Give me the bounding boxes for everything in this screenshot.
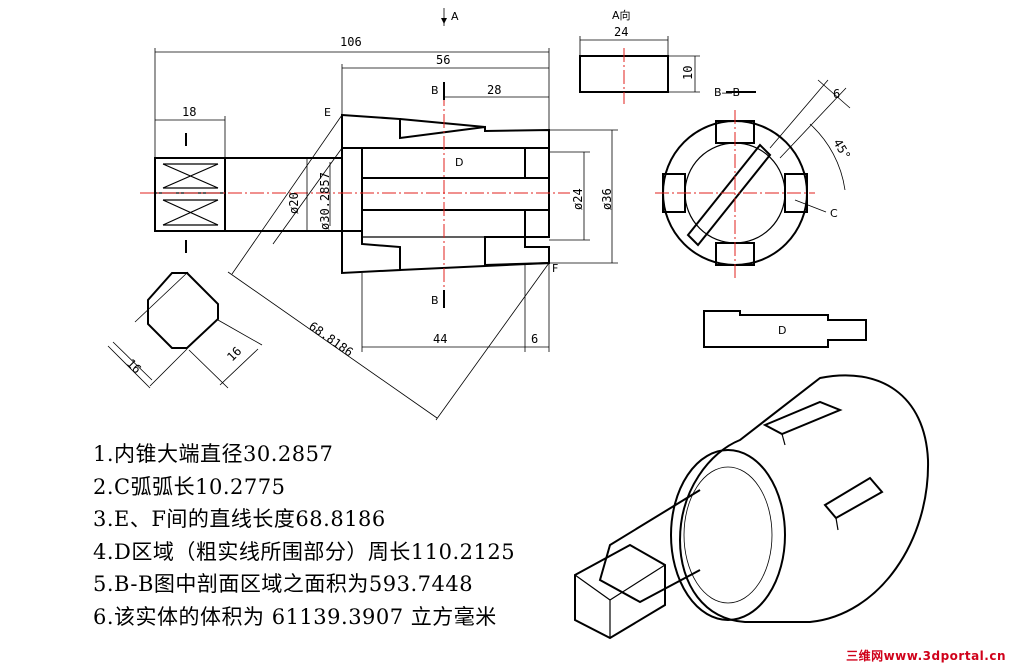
dim-slot-width: 6 xyxy=(833,87,840,101)
arc-c-label: C xyxy=(830,207,838,220)
square-section: 16 16 xyxy=(107,271,263,389)
body-upper-wall xyxy=(341,113,550,149)
core-web xyxy=(361,177,550,211)
dim-shaft-length: 18 xyxy=(182,105,196,119)
dim-cone-length: 44 xyxy=(433,332,447,346)
isometric-view xyxy=(574,374,930,640)
dim-slot-offset: 6 xyxy=(531,332,538,346)
dim-square-b: 16 xyxy=(224,344,244,364)
dim-square-a: 16 xyxy=(124,356,144,376)
dim-length-ef: 68.8186 xyxy=(306,319,355,359)
dim-dia-small: ø20 xyxy=(287,192,301,214)
detail-d: D xyxy=(703,310,867,348)
dim-bore-depth: 28 xyxy=(487,83,501,97)
notes-list: 1.内锥大端直径30.2857 2.C弧弧长10.2775 3.E、F间的直线长… xyxy=(93,438,515,633)
section-b-top: B xyxy=(431,84,439,97)
view-a: A向 24 10 xyxy=(579,8,700,104)
detail-d-label: D xyxy=(778,324,786,337)
dim-body-length: 56 xyxy=(436,53,450,67)
dim-angle: 45° xyxy=(830,137,853,163)
note-item: 4.D区域（粗实线所围部分）周长110.2125 xyxy=(93,539,516,564)
watermark: 三维网www.3dportal.cn xyxy=(846,649,1006,663)
region-d-label: D xyxy=(455,156,463,169)
dim-view-a-width: 24 xyxy=(614,25,628,39)
dim-view-a-height: 10 xyxy=(681,66,695,80)
view-arrow-a: A xyxy=(451,10,459,23)
note-item: 6.该实体的体积为 61139.3907 立方毫米 xyxy=(93,604,497,629)
dim-overall-length: 106 xyxy=(340,35,362,49)
point-f-label: F xyxy=(552,262,558,275)
dim-dia-cone-end: ø30.2857 xyxy=(318,172,332,230)
section-bb: B—B 6 45° C xyxy=(655,79,853,280)
view-a-title: A向 xyxy=(612,8,631,22)
dim-dia-inner: ø24 xyxy=(571,188,585,210)
note-item: 5.B-B图中剖面区域之面积为593.7448 xyxy=(93,572,474,596)
section-markers: A B B E F D xyxy=(324,8,558,308)
square-shaft xyxy=(154,157,226,232)
point-e-label: E xyxy=(324,106,331,119)
note-item: 1.内锥大端直径30.2857 xyxy=(93,442,334,466)
note-item: 2.C弧弧长10.2775 xyxy=(93,474,286,499)
section-b-bottom: B xyxy=(431,294,439,307)
note-item: 3.E、F间的直线长度68.8186 xyxy=(93,507,386,531)
main-section-view xyxy=(140,92,570,302)
dim-dia-outer: ø36 xyxy=(600,188,614,210)
